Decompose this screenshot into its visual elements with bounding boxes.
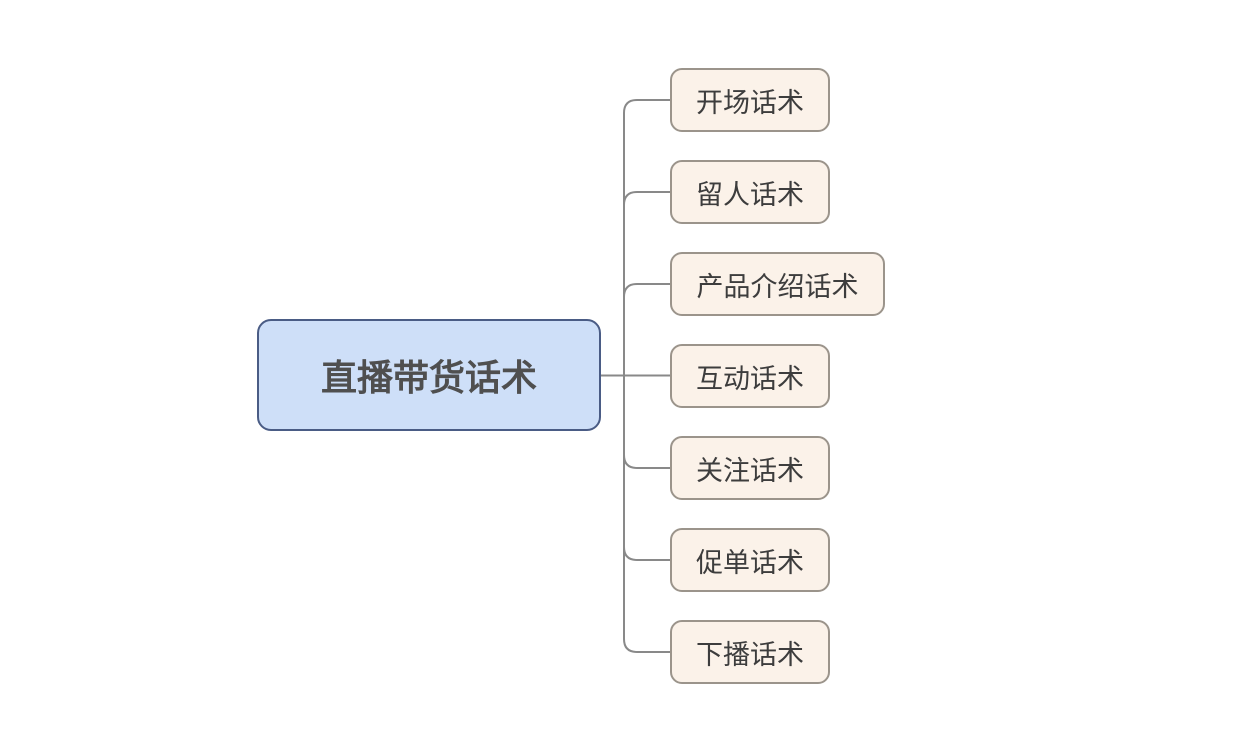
topic-label: 开场话术 bbox=[696, 87, 804, 118]
root-topic-node[interactable]: 直播带货话术 bbox=[257, 319, 601, 431]
topic-node-stream-end[interactable]: 下播话术 bbox=[670, 620, 830, 684]
connector-trunk-with-end-branches bbox=[623, 99, 671, 653]
root-topic-label: 直播带货话术 bbox=[320, 357, 537, 398]
topic-label: 促单话术 bbox=[696, 547, 804, 578]
connector-branch-child-2 bbox=[623, 191, 671, 206]
topic-node-follow[interactable]: 关注话术 bbox=[670, 436, 830, 500]
topic-node-retention[interactable]: 留人话术 bbox=[670, 160, 830, 224]
connector-branch-child-3 bbox=[623, 283, 671, 298]
topic-node-interaction[interactable]: 互动话术 bbox=[670, 344, 830, 408]
topic-label: 留人话术 bbox=[696, 179, 804, 210]
topic-label: 产品介绍话术 bbox=[696, 271, 859, 302]
topic-label: 关注话术 bbox=[696, 455, 804, 486]
topic-label: 下播话术 bbox=[696, 639, 804, 670]
topic-node-order-push[interactable]: 促单话术 bbox=[670, 528, 830, 592]
connector-branch-child-5 bbox=[623, 454, 671, 469]
topic-label: 互动话术 bbox=[696, 363, 804, 394]
topic-node-product-intro[interactable]: 产品介绍话术 bbox=[670, 252, 885, 316]
topic-node-opening[interactable]: 开场话术 bbox=[670, 68, 830, 132]
connector-branch-child-6 bbox=[623, 546, 671, 561]
